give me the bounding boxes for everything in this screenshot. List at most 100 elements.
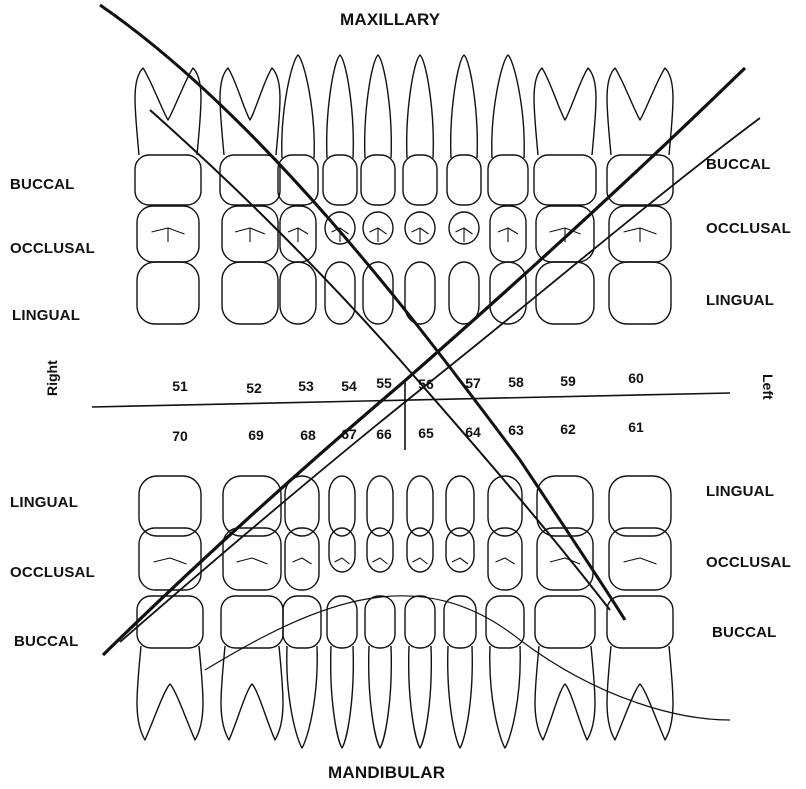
midline-horizontal <box>92 393 730 407</box>
lower-root <box>607 646 673 740</box>
lower-occlusal-surface <box>329 528 355 572</box>
upper-buccal-crown <box>135 155 201 205</box>
upper-lingual-crown <box>449 262 479 324</box>
maxillary-title: MAXILLARY <box>340 10 440 30</box>
upper-lingual-crown <box>363 262 393 324</box>
upper-buccal-crown <box>488 155 528 205</box>
upper-tooth-number: 53 <box>298 378 314 394</box>
upper-left-lingual-label: LINGUAL <box>706 292 774 309</box>
mandibular-title: MANDIBULAR <box>328 763 445 783</box>
upper-right-lingual-label: LINGUAL <box>12 307 80 324</box>
lower-lingual-crown <box>223 476 281 536</box>
lower-lingual-crown <box>446 476 474 536</box>
cross-out-stroke <box>120 118 760 642</box>
upper-tooth-number: 54 <box>341 378 357 394</box>
lower-left-buccal-label: BUCCAL <box>712 624 777 641</box>
lower-root <box>287 646 317 748</box>
lower-buccal-crown <box>365 596 395 648</box>
upper-tooth-number: 52 <box>246 380 262 396</box>
upper-lingual-crown <box>490 262 526 324</box>
lower-buccal-crown <box>486 596 524 648</box>
lower-buccal-crown <box>405 596 435 648</box>
lower-buccal-crown <box>137 596 203 648</box>
lower-occlusal-surface <box>446 528 474 572</box>
upper-tooth-number: 60 <box>628 370 644 386</box>
lower-fissure <box>154 558 187 564</box>
lower-tooth-number: 63 <box>508 422 524 438</box>
lower-tooth-number: 66 <box>376 426 392 442</box>
upper-buccal-crown <box>534 155 596 205</box>
lower-right-buccal-label: BUCCAL <box>14 633 79 650</box>
upper-fissure <box>235 228 265 242</box>
lower-root <box>221 646 283 740</box>
upper-root <box>135 68 201 155</box>
upper-fissure <box>456 228 473 242</box>
upper-root <box>534 68 596 155</box>
lower-occlusal-surface <box>367 528 393 572</box>
lower-tooth-number: 61 <box>628 419 644 435</box>
upper-fissure <box>412 228 429 242</box>
lower-fissure <box>335 558 350 564</box>
lower-fissure <box>293 558 312 564</box>
upper-lingual-crown <box>325 262 355 324</box>
upper-tooth-number: 56 <box>418 376 434 392</box>
upper-fissure <box>152 228 185 242</box>
lower-right-lingual-label: LINGUAL <box>10 494 78 511</box>
upper-buccal-crown <box>323 155 357 205</box>
lower-root <box>369 646 392 748</box>
upper-fissure <box>498 228 518 242</box>
upper-buccal-crown <box>361 155 395 205</box>
lower-tooth-number: 64 <box>465 424 481 440</box>
upper-lingual-crown <box>280 262 316 324</box>
lower-root <box>409 646 432 748</box>
upper-root <box>327 55 354 158</box>
lower-fissure <box>413 558 428 564</box>
lower-buccal-crown <box>535 596 595 648</box>
lower-fissure <box>624 558 657 564</box>
upper-buccal-crown <box>607 155 673 205</box>
upper-root <box>607 68 673 155</box>
lower-buccal-crown <box>221 596 283 648</box>
lower-buccal-crown <box>283 596 321 648</box>
upper-tooth-number: 55 <box>376 375 392 391</box>
lower-lingual-crown <box>367 476 393 536</box>
lower-fissure <box>496 558 515 564</box>
upper-root <box>407 55 434 158</box>
upper-lingual-crown <box>137 262 199 324</box>
right-side-label: Right <box>44 360 60 396</box>
lower-tooth-number: 67 <box>341 426 357 442</box>
lower-root <box>331 646 354 748</box>
lower-occlusal-surface <box>609 528 671 590</box>
upper-lingual-crown <box>536 262 594 324</box>
upper-fissure <box>550 228 581 242</box>
lower-buccal-crown <box>444 596 476 648</box>
upper-lingual-crown <box>222 262 278 324</box>
upper-buccal-crown <box>447 155 481 205</box>
lower-fissure <box>452 558 468 564</box>
lower-tooth-number: 68 <box>300 427 316 443</box>
lower-buccal-crown <box>327 596 357 648</box>
upper-lingual-crown <box>609 262 671 324</box>
upper-tooth-number: 59 <box>560 373 576 389</box>
lower-lingual-crown <box>329 476 355 536</box>
lower-fissure <box>373 558 388 564</box>
lower-root <box>448 646 473 748</box>
upper-root <box>451 55 478 158</box>
upper-tooth-number: 51 <box>172 378 188 394</box>
lower-occlusal-surface <box>407 528 433 572</box>
lower-tooth-number: 62 <box>560 421 576 437</box>
upper-tooth-number: 58 <box>508 374 524 390</box>
lower-lingual-crown <box>285 476 319 536</box>
upper-fissure <box>370 228 387 242</box>
upper-root <box>492 55 524 158</box>
lower-lingual-crown <box>139 476 201 536</box>
lower-fissure <box>550 558 580 564</box>
lower-root <box>490 646 520 748</box>
lower-fissure <box>237 558 268 564</box>
lower-tooth-number: 69 <box>248 427 264 443</box>
upper-buccal-crown <box>220 155 280 205</box>
lower-occlusal-surface <box>285 528 319 590</box>
teeth-drawing <box>135 55 673 748</box>
upper-root <box>365 55 392 158</box>
